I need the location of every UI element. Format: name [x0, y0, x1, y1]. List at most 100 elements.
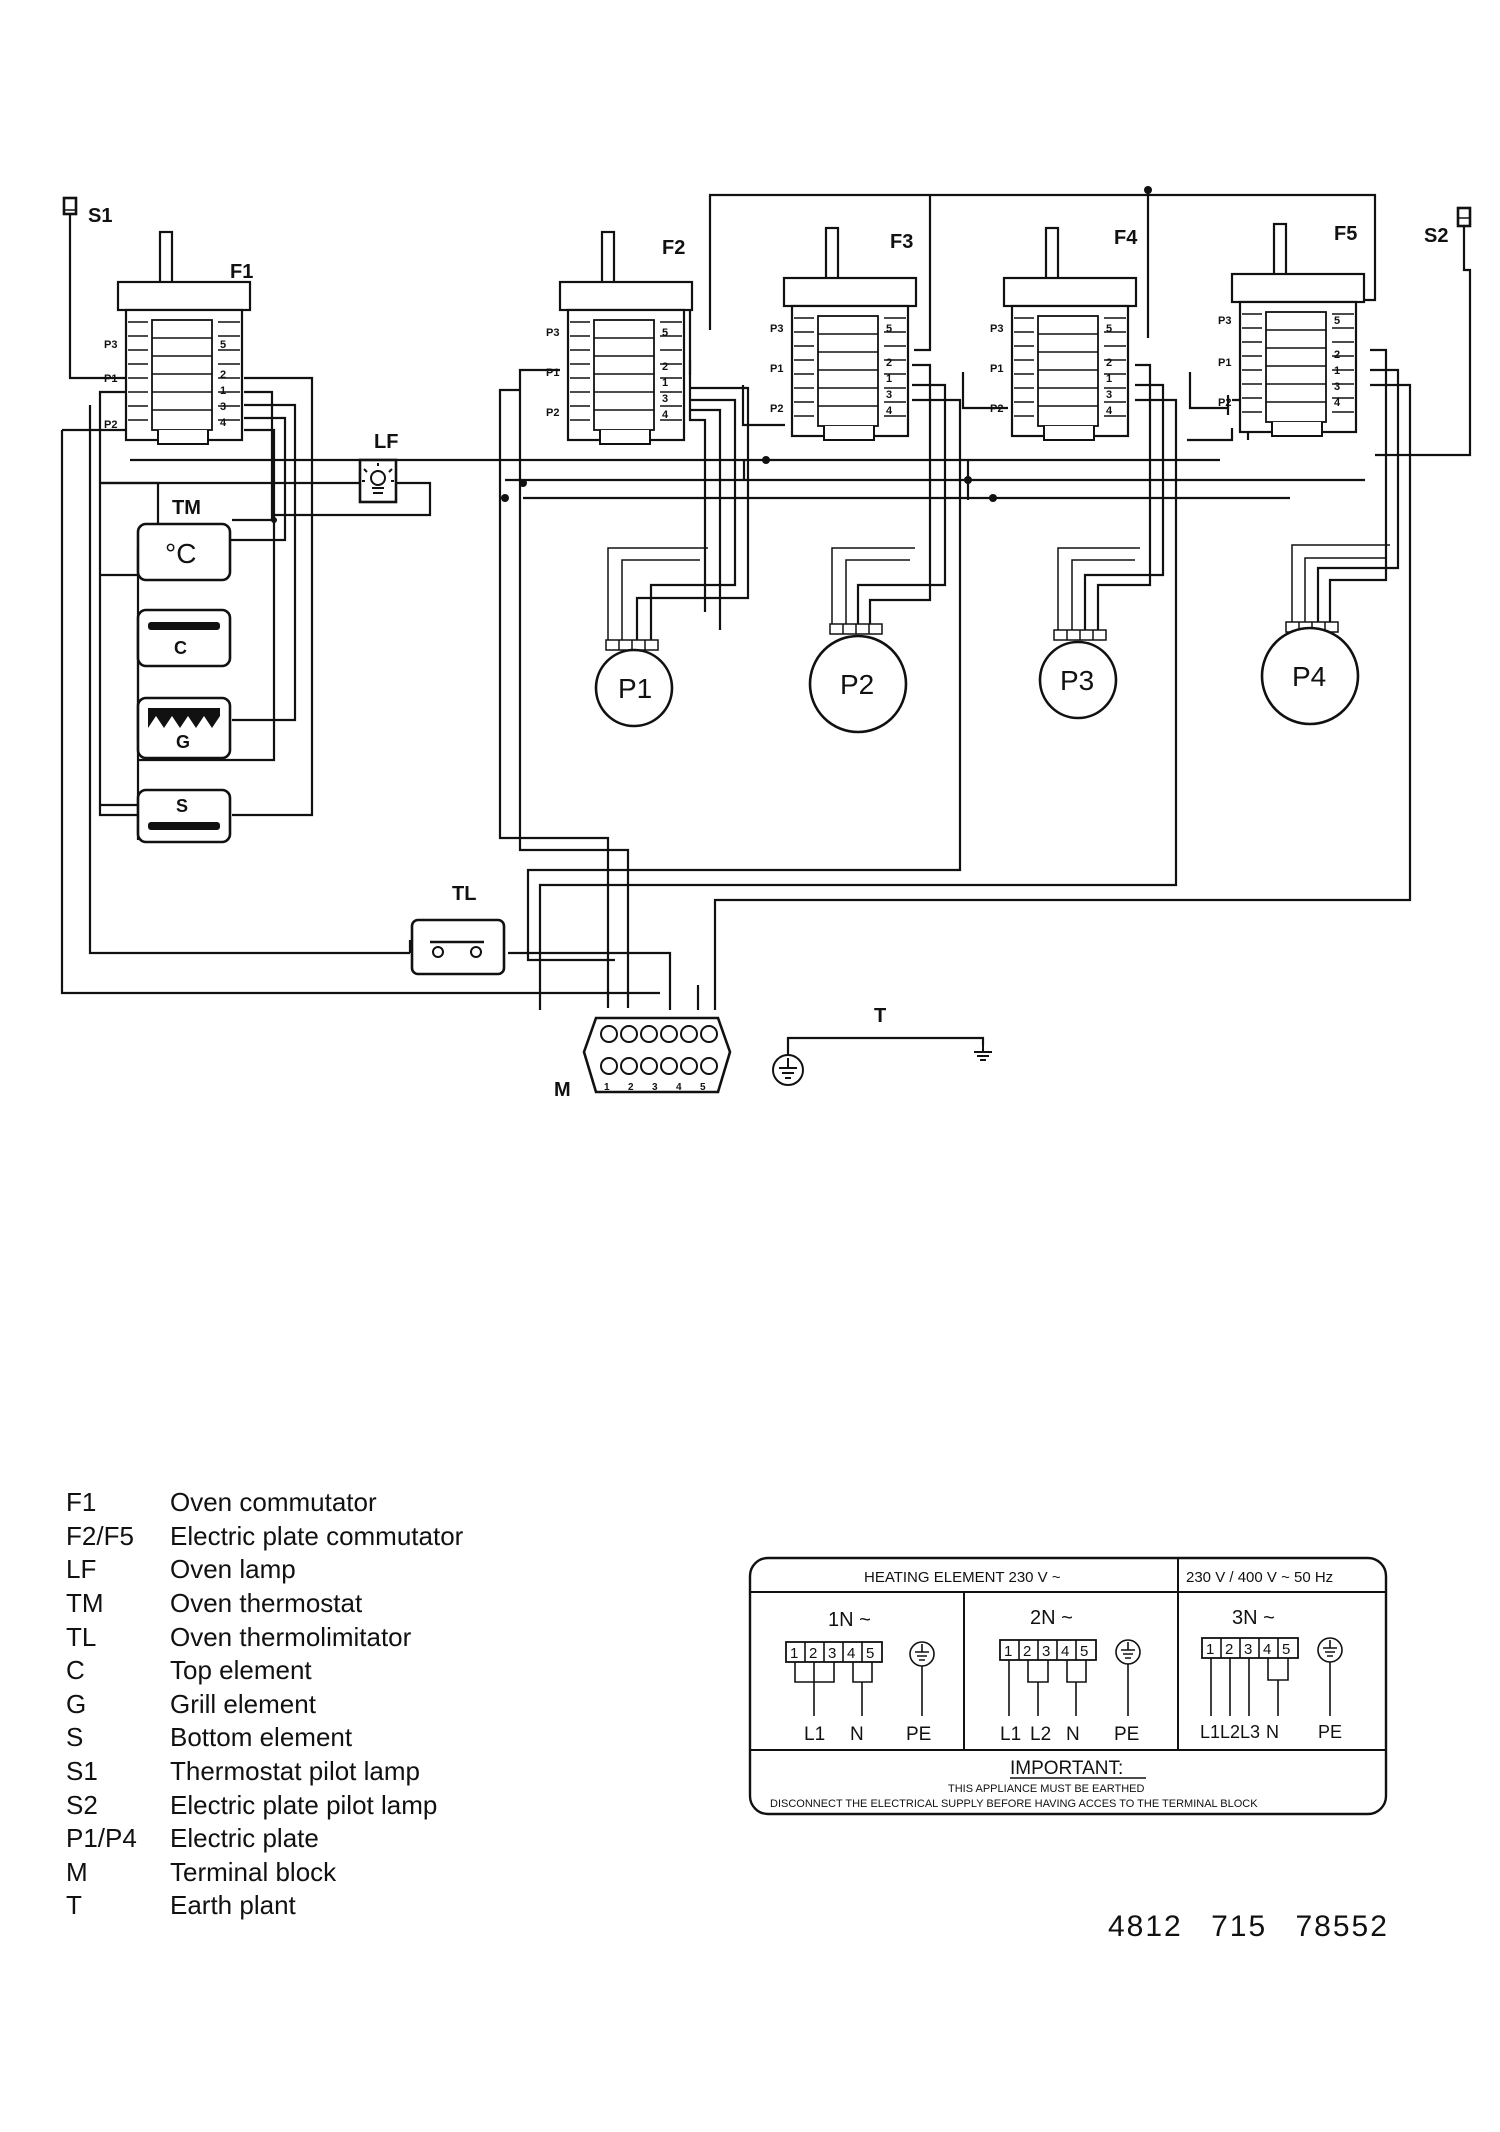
terminal-number: 2 — [809, 1645, 817, 1662]
legend-desc: Top element — [170, 1655, 312, 1686]
supply-label: L1 — [1000, 1724, 1021, 1745]
label-T: T — [874, 1005, 886, 1027]
label-F3: F3 — [890, 231, 913, 253]
label-G: G — [176, 732, 190, 752]
pin-label: P2 — [990, 403, 1003, 415]
pin-label: 1 — [220, 385, 226, 397]
pin-label: 4 — [662, 409, 669, 421]
config-title: 3N ~ — [1232, 1607, 1275, 1629]
label-S1: S1 — [88, 205, 112, 227]
important-line2: DISCONNECT THE ELECTRICAL SUPPLY BEFORE … — [770, 1798, 1258, 1810]
terminal-number: 2 — [1225, 1641, 1233, 1658]
legend-desc: Electric plate pilot lamp — [170, 1789, 438, 1820]
legend-code: LF — [66, 1554, 97, 1585]
wires — [60, 190, 1472, 1055]
supply-heading-left: HEATING ELEMENT 230 V ~ — [864, 1569, 1061, 1586]
terminal-number: 4 — [1263, 1641, 1271, 1658]
pin-label: P1 — [1218, 357, 1231, 369]
ground-icon — [974, 1045, 992, 1061]
pin-label: P2 — [104, 419, 117, 431]
pin-label: P1 — [546, 367, 559, 379]
pin-label: P1 — [770, 363, 783, 375]
junction-dots — [271, 186, 1152, 523]
legend-code: S1 — [66, 1756, 98, 1787]
pin-label: 1 — [662, 377, 668, 389]
terminal-number: 3 — [652, 1082, 658, 1093]
label-M: M — [554, 1079, 571, 1101]
supply-label: N — [1066, 1724, 1080, 1745]
pin-label: 4 — [1106, 405, 1113, 417]
pin-label: 2 — [662, 361, 668, 373]
legend-desc: Earth plant — [170, 1890, 296, 1921]
pin-label: 1 — [886, 373, 892, 385]
pin-label: 3 — [1334, 381, 1340, 393]
supply-label: L1 — [804, 1724, 825, 1745]
label-TL: TL — [452, 883, 476, 905]
pin-label: P3 — [1218, 315, 1231, 327]
oven-lamp-lf: LF — [358, 431, 398, 504]
pin-label: 2 — [886, 357, 892, 369]
supply-connection-box: HEATING ELEMENT 230 V ~ 230 V / 400 V ~ … — [748, 1556, 1388, 1816]
label-P2: P2 — [840, 669, 874, 700]
pin-label: P3 — [990, 323, 1003, 335]
pin-label: 5 — [220, 339, 226, 351]
legend-code: TM — [66, 1588, 104, 1619]
terminal-number: 1 — [1206, 1641, 1214, 1658]
supply-label: L2 — [1030, 1724, 1051, 1745]
terminal-number: 2 — [628, 1082, 634, 1093]
label-P1: P1 — [618, 673, 652, 704]
supply-heading-right: 230 V / 400 V ~ 50 Hz — [1186, 1569, 1333, 1586]
earth-plant-t: T — [772, 1005, 992, 1086]
label-TM: TM — [172, 497, 201, 519]
pin-label: P2 — [770, 403, 783, 415]
earth-icon — [1317, 1637, 1343, 1716]
top-element-c: C — [136, 608, 232, 668]
pin-label: P1 — [104, 373, 117, 385]
pin-label: 5 — [886, 323, 892, 335]
label-P4: P4 — [1292, 661, 1326, 692]
legend-desc: Electric plate — [170, 1823, 319, 1854]
pin-label: P1 — [990, 363, 1003, 375]
terminal-number: 3 — [828, 1645, 836, 1662]
legend-desc: Grill element — [170, 1688, 316, 1719]
pin-label: 4 — [220, 417, 227, 429]
pin-label: 3 — [886, 389, 892, 401]
supply-label: N — [1266, 1722, 1279, 1742]
label-S2: S2 — [1424, 225, 1448, 247]
terminal-number: 1 — [604, 1082, 610, 1093]
label-P3: P3 — [1060, 665, 1094, 696]
legend-desc: Thermostat pilot lamp — [170, 1756, 420, 1787]
terminal-block-m: 1 2 3 4 5 M — [554, 1016, 732, 1101]
legend-desc: Oven commutator — [170, 1487, 377, 1518]
pin-label: P3 — [770, 323, 783, 335]
terminal-number: 1 — [790, 1645, 798, 1662]
supply-label: N — [850, 1724, 864, 1745]
terminal-number: 2 — [1023, 1643, 1031, 1660]
pin-label: 2 — [1106, 357, 1112, 369]
label-F1: F1 — [230, 261, 253, 283]
important-title: IMPORTANT: — [1010, 1758, 1123, 1779]
pin-label: 5 — [1106, 323, 1112, 335]
electric-plate-p1: P1 — [594, 639, 674, 728]
legend-desc: Oven thermostat — [170, 1588, 363, 1619]
legend-desc: Bottom element — [170, 1722, 353, 1753]
earth-icon — [772, 1054, 804, 1086]
plate-commutator-f2: F2 P3 P1 P2 5 2 1 3 4 — [546, 230, 694, 446]
legend-code: F2/F5 — [66, 1520, 134, 1551]
config-2n: 2N ~ 1 2 3 4 5 L1 L2 N PE — [999, 1607, 1141, 1745]
bottom-element-s: S — [136, 788, 232, 844]
terminal-number: 5 — [1080, 1643, 1088, 1660]
terminal-number: 4 — [676, 1082, 682, 1093]
legend-code: C — [66, 1655, 85, 1686]
important-line1: THIS APPLIANCE MUST BE EARTHED — [948, 1783, 1144, 1795]
pin-label: 4 — [1334, 397, 1341, 409]
pin-label: 5 — [1334, 315, 1340, 327]
terminal-number: 3 — [1244, 1641, 1252, 1658]
